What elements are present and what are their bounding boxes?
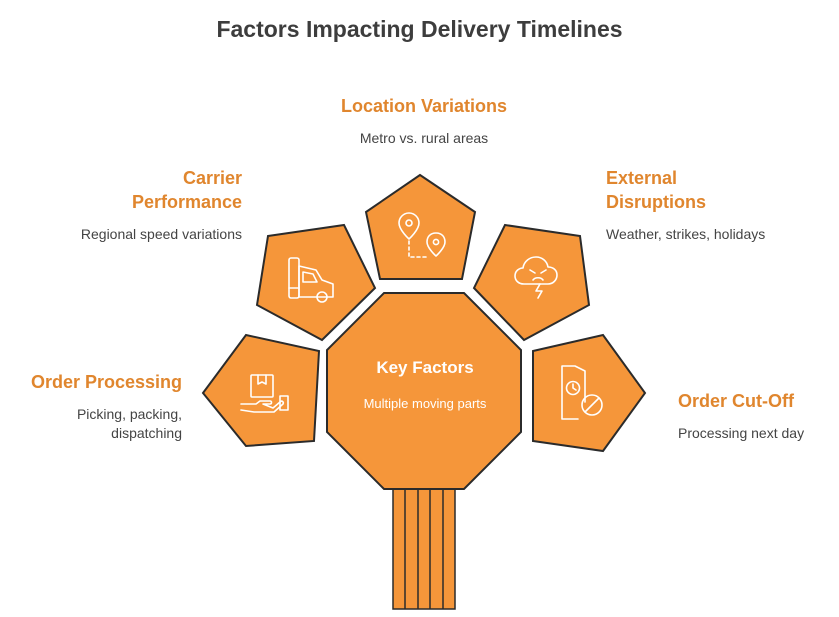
factor-title-carrier-performance: Carrier Performance <box>131 168 242 212</box>
clock-document-cancel-icon <box>561 365 603 420</box>
factor-title-external-disruptions: External Disruptions <box>606 168 707 212</box>
factor-desc-carrier-performance: Regional speed variations <box>80 226 242 242</box>
factor-title-order-processing: Order Processing <box>30 372 182 392</box>
pentagon-location-variations <box>364 173 477 280</box>
factor-title-location-variations: Location Variations <box>340 96 508 116</box>
center-octagon <box>326 292 522 490</box>
center-description: Multiple moving parts <box>363 396 487 411</box>
factor-desc-order-processing: Picking, packing, dispatching <box>76 406 182 441</box>
page-title: Factors Impacting Delivery Timelines <box>216 16 623 42</box>
pentagon-external-disruptions <box>472 223 591 342</box>
pentagon-order-cut-off <box>532 333 647 453</box>
factor-desc-order-cut-off: Processing next day <box>678 425 805 441</box>
factor-desc-location-variations: Metro vs. rural areas <box>359 130 489 146</box>
storm-cloud-icon <box>514 256 558 299</box>
truck-icon <box>288 257 334 303</box>
factor-desc-external-disruptions: Weather, strikes, holidays <box>606 226 766 242</box>
center-title: Key Factors <box>376 358 474 377</box>
map-route-pins-icon <box>398 212 446 258</box>
factor-title-order-cut-off: Order Cut-Off <box>678 391 794 411</box>
stem <box>392 486 456 610</box>
hand-package-icon <box>240 374 289 413</box>
pentagon-order-processing <box>201 333 321 448</box>
